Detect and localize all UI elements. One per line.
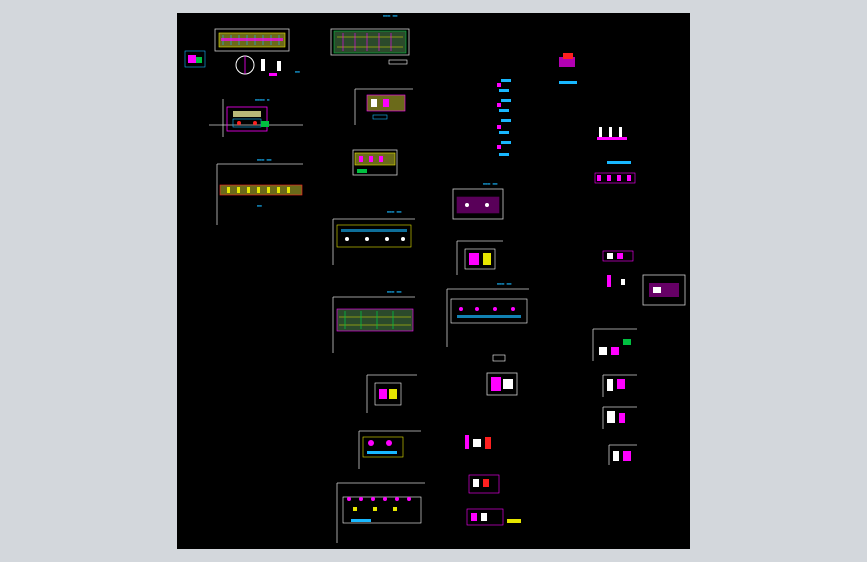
svg-text:▬▬▬ ▬▬: ▬▬▬ ▬▬ (383, 13, 398, 18)
svg-text:▬▬: ▬▬ (295, 69, 300, 74)
drawing-sheets: ▬▬ ▬▬▬▬ ▬ ▬▬▬ ▬▬ ▬▬ (184, 13, 686, 543)
sheet-col2-g (358, 430, 421, 469)
svg-text:▬▬▬ ▬▬: ▬▬▬ ▬▬ (497, 281, 512, 286)
sheet-col4-f (602, 406, 637, 429)
sheet-col2-d: ▬▬▬ ▬▬ (332, 209, 415, 265)
sheet-col4-b (594, 161, 636, 184)
sheet-top-strip (184, 28, 290, 68)
sheet-col3-a: ▬▬▬ ▬▬ (452, 181, 504, 220)
sheet-col3-e (465, 435, 521, 526)
sheet-col3-b (456, 240, 503, 275)
svg-text:▬▬▬ ▬▬: ▬▬▬ ▬▬ (483, 181, 498, 186)
sheet-col3-vlist (497, 79, 511, 156)
sheet-cross: ▬▬▬▬ ▬ (209, 97, 303, 137)
sheet-col4-e (602, 374, 637, 397)
svg-text:▬▬▬▬ ▬: ▬▬▬▬ ▬ (255, 97, 270, 102)
svg-text:▬▬▬ ▬▬: ▬▬▬ ▬▬ (387, 209, 402, 214)
sheet-col4-c (602, 250, 686, 306)
sheet-col2-h (336, 482, 425, 543)
cad-model-space[interactable]: ▬▬ ▬▬▬▬ ▬ ▬▬▬ ▬▬ ▬▬ (177, 13, 690, 549)
svg-text:▬▬▬ ▬▬: ▬▬▬ ▬▬ (257, 157, 272, 162)
sheet-circle-part: ▬▬ (235, 55, 300, 76)
sheet-col2-c (352, 149, 398, 176)
svg-text:▬▬: ▬▬ (257, 203, 262, 208)
sheet-col3-d (486, 354, 518, 396)
sheet-col4-d (592, 328, 637, 361)
sheet-long-bar: ▬▬▬ ▬▬ ▬▬ (216, 157, 303, 225)
sheet-col2-top: ▬▬▬ ▬▬ (330, 13, 410, 65)
sheet-col2-e: ▬▬▬ ▬▬ (332, 289, 415, 353)
sheet-col4-top (559, 53, 577, 84)
sheet-col2-b (354, 88, 413, 125)
sheet-col4-g (608, 444, 637, 465)
sheet-col2-f (366, 374, 417, 413)
sheet-col3-c: ▬▬▬ ▬▬ (446, 281, 529, 347)
svg-text:▬▬▬ ▬▬: ▬▬▬ ▬▬ (387, 289, 402, 294)
sheet-col4-a (597, 127, 627, 140)
